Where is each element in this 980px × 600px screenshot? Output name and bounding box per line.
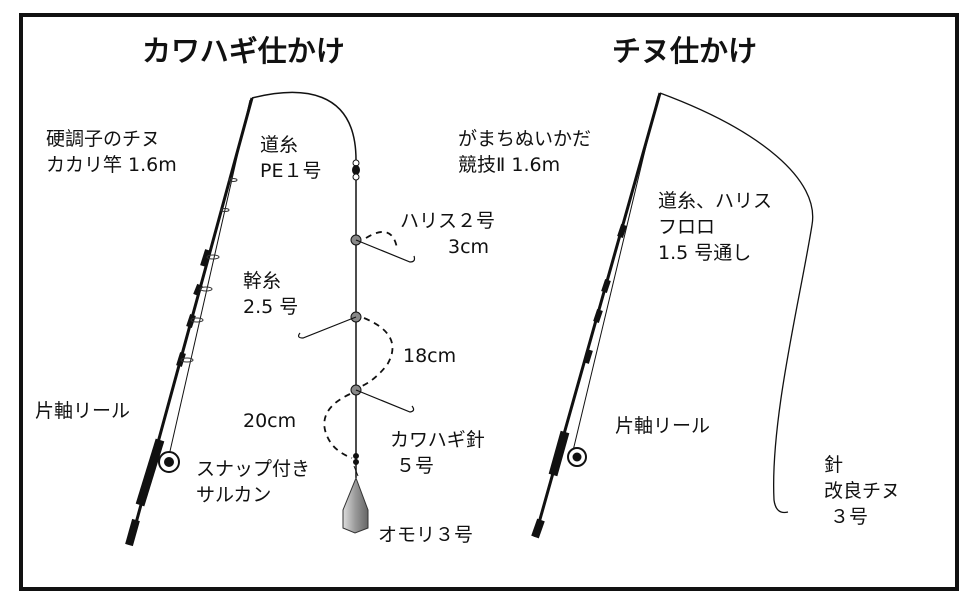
frame-border xyxy=(19,13,959,591)
left-rod-label: 硬調子のチヌカカリ竿 1.6m xyxy=(46,128,177,176)
sinker-label: オモリ３号 xyxy=(378,524,474,546)
right-line xyxy=(659,92,814,514)
right-rig-title: チヌ仕かけ xyxy=(612,34,758,68)
left-reel-label: 片軸リール xyxy=(35,400,131,422)
sinker-icon xyxy=(342,476,369,534)
left-rod xyxy=(125,97,254,547)
spacing-18cm-label: 18cm xyxy=(403,345,457,367)
right-rod-label: がまちぬいかだ競技Ⅱ 1.6m xyxy=(458,128,592,176)
left-rig-title: カワハギ仕かけ xyxy=(142,34,345,68)
right-reel-label: 片軸リール xyxy=(615,415,711,437)
spacing-20cm-label: 20cm xyxy=(243,410,297,432)
swivel-label: スナップ付きサルカン xyxy=(196,458,311,506)
left-line xyxy=(251,91,416,478)
right-rod xyxy=(531,92,662,539)
